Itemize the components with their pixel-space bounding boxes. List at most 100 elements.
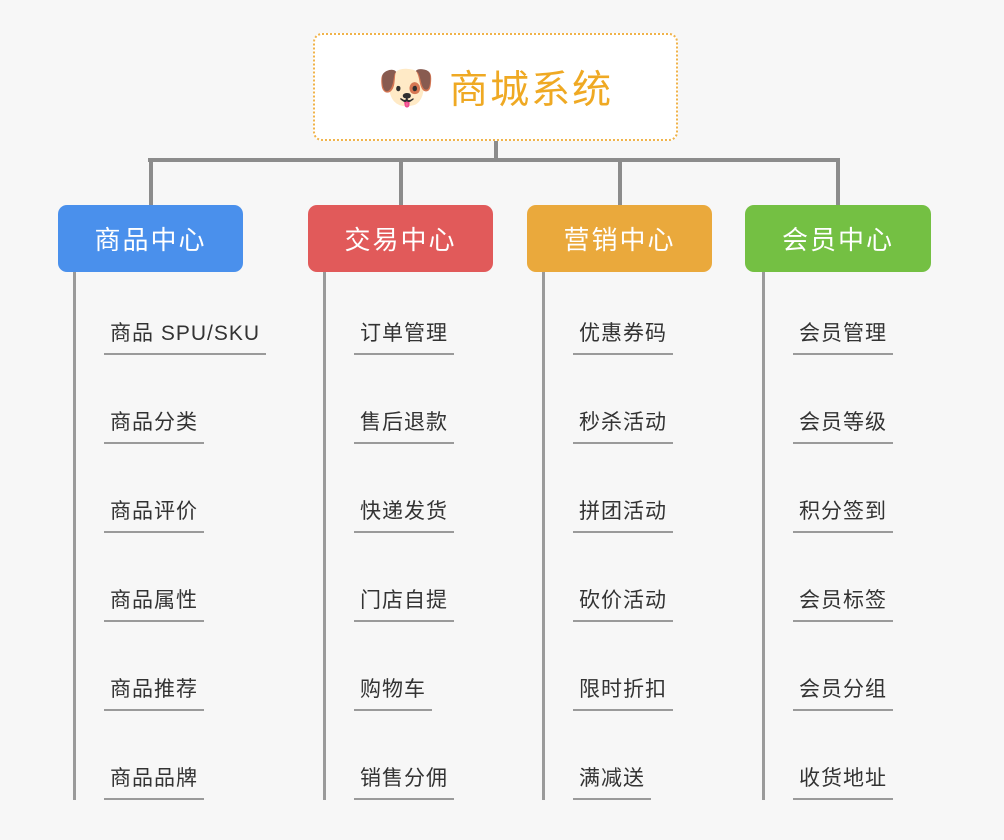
- branch-item[interactable]: 会员标签: [793, 533, 893, 622]
- branch-item-underline: 商品品牌: [104, 762, 204, 800]
- branch-item-label: 商品品牌: [110, 767, 198, 790]
- branch-item-label: 商品推荐: [110, 678, 198, 701]
- branch-item-label: 积分签到: [799, 500, 887, 523]
- branch-rail-3: [542, 272, 545, 800]
- branch-item-label: 商品 SPU/SKU: [110, 322, 261, 345]
- branch-header-label: 商品中心: [94, 225, 207, 255]
- branch-item-underline: 砍价活动: [573, 584, 673, 622]
- branch-item-underline: 订单管理: [354, 317, 454, 355]
- branch-item-underline: 会员等级: [793, 406, 893, 444]
- branch-item-label: 砍价活动: [579, 589, 667, 612]
- branch-item[interactable]: 购物车: [354, 622, 454, 711]
- branch-item-underline: 秒杀活动: [573, 406, 673, 444]
- branch-item[interactable]: 售后退款: [354, 355, 454, 444]
- branch-header-2[interactable]: 交易中心: [308, 205, 493, 272]
- branch-column-2: 交易中心: [308, 205, 493, 272]
- branch-item-underline: 门店自提: [354, 584, 454, 622]
- branch-item-underline: 积分签到: [793, 495, 893, 533]
- branch-item-label: 售后退款: [360, 411, 448, 434]
- branch-item-list-4: 会员管理会员等级积分签到会员标签会员分组收货地址: [793, 272, 893, 800]
- branch-item-underline: 收货地址: [793, 762, 893, 800]
- branch-item[interactable]: 商品 SPU/SKU: [104, 272, 267, 355]
- branch-rail-4: [762, 272, 765, 800]
- branch-item-underline: 商品推荐: [104, 673, 204, 711]
- branch-item-underline: 限时折扣: [573, 673, 673, 711]
- branch-rail-2: [323, 272, 326, 800]
- branch-item[interactable]: 秒杀活动: [573, 355, 673, 444]
- branch-item-label: 快递发货: [360, 500, 448, 523]
- branch-drop-connector-1: [148, 158, 153, 205]
- branch-item[interactable]: 满减送: [573, 711, 673, 800]
- branch-item-underline: 商品分类: [104, 406, 204, 444]
- branch-item[interactable]: 限时折扣: [573, 622, 673, 711]
- branch-item-label: 优惠券码: [579, 322, 667, 345]
- branch-item-label: 会员分组: [799, 678, 887, 701]
- branch-item-underline: 购物车: [354, 673, 432, 711]
- branch-item-label: 商品分类: [110, 411, 198, 434]
- branch-item[interactable]: 会员等级: [793, 355, 893, 444]
- branch-item[interactable]: 砍价活动: [573, 533, 673, 622]
- branch-item-label: 门店自提: [360, 589, 448, 612]
- branch-item-label: 收货地址: [799, 767, 887, 790]
- branch-item-label: 购物车: [360, 678, 426, 701]
- branch-item[interactable]: 订单管理: [354, 272, 454, 355]
- branch-item-label: 订单管理: [360, 322, 448, 345]
- branch-drop-connector-4: [836, 158, 840, 205]
- branch-column-4: 会员中心: [745, 205, 931, 272]
- branch-item[interactable]: 商品评价: [104, 444, 266, 533]
- branch-item[interactable]: 商品推荐: [104, 622, 266, 711]
- branch-item[interactable]: 门店自提: [354, 533, 454, 622]
- branch-item[interactable]: 商品品牌: [104, 711, 266, 800]
- branch-item[interactable]: 优惠券码: [573, 272, 673, 355]
- branch-header-label: 会员中心: [781, 225, 894, 255]
- branch-drop-connector-3: [617, 158, 622, 205]
- branch-item-list-2: 订单管理售后退款快递发货门店自提购物车销售分佣: [354, 272, 454, 800]
- root-trunk-connector: [494, 141, 498, 162]
- branch-drop-connector-2: [398, 158, 403, 205]
- branch-item-label: 销售分佣: [360, 767, 448, 790]
- branch-item-underline: 销售分佣: [354, 762, 454, 800]
- branch-item[interactable]: 会员管理: [793, 272, 893, 355]
- branch-item-label: 拼团活动: [579, 500, 667, 523]
- branch-item-underline: 满减送: [573, 762, 651, 800]
- branch-item[interactable]: 商品属性: [104, 533, 266, 622]
- dog-face-icon: 🐶: [377, 60, 436, 114]
- branch-item-underline: 拼团活动: [573, 495, 673, 533]
- branch-column-1: 商品中心: [58, 205, 243, 272]
- branch-item-label: 满减送: [579, 767, 645, 790]
- branch-item[interactable]: 销售分佣: [354, 711, 454, 800]
- root-node[interactable]: 🐶 商城系统: [313, 33, 678, 141]
- branch-header-label: 交易中心: [344, 225, 457, 255]
- branch-horizontal-connector: [148, 158, 840, 162]
- branch-column-3: 营销中心: [527, 205, 712, 272]
- branch-item-underline: 会员管理: [793, 317, 893, 355]
- branch-item-label: 会员标签: [799, 589, 887, 612]
- branch-header-3[interactable]: 营销中心: [527, 205, 712, 272]
- branch-rail-1: [73, 272, 76, 800]
- branch-item[interactable]: 拼团活动: [573, 444, 673, 533]
- root-title: 商城系统: [449, 69, 614, 112]
- branch-item-label: 商品属性: [110, 589, 198, 612]
- branch-item[interactable]: 快递发货: [354, 444, 454, 533]
- branch-item[interactable]: 商品分类: [104, 355, 266, 444]
- branch-item-underline: 商品评价: [104, 495, 204, 533]
- branch-item-list-1: 商品 SPU/SKU 商品分类商品评价商品属性商品推荐商品品牌: [104, 272, 267, 800]
- branch-item-list-3: 优惠券码秒杀活动拼团活动砍价活动限时折扣满减送: [573, 272, 673, 800]
- branch-item-underline: 会员分组: [793, 673, 893, 711]
- branch-header-1[interactable]: 商品中心: [58, 205, 243, 272]
- branch-item-label: 会员管理: [799, 322, 887, 345]
- branch-item-underline: 商品属性: [104, 584, 204, 622]
- branch-item-label: 限时折扣: [579, 678, 667, 701]
- branch-item-underline: 商品 SPU/SKU: [104, 317, 267, 355]
- branch-item-underline: 会员标签: [793, 584, 893, 622]
- branch-item[interactable]: 积分签到: [793, 444, 893, 533]
- branch-item-underline: 售后退款: [354, 406, 454, 444]
- branch-item-label: 会员等级: [799, 411, 887, 434]
- branch-header-label: 营销中心: [563, 225, 676, 255]
- branch-item-underline: 快递发货: [354, 495, 454, 533]
- branch-item-underline: 优惠券码: [573, 317, 673, 355]
- branch-item[interactable]: 收货地址: [793, 711, 893, 800]
- branch-item[interactable]: 会员分组: [793, 622, 893, 711]
- branch-header-4[interactable]: 会员中心: [745, 205, 931, 272]
